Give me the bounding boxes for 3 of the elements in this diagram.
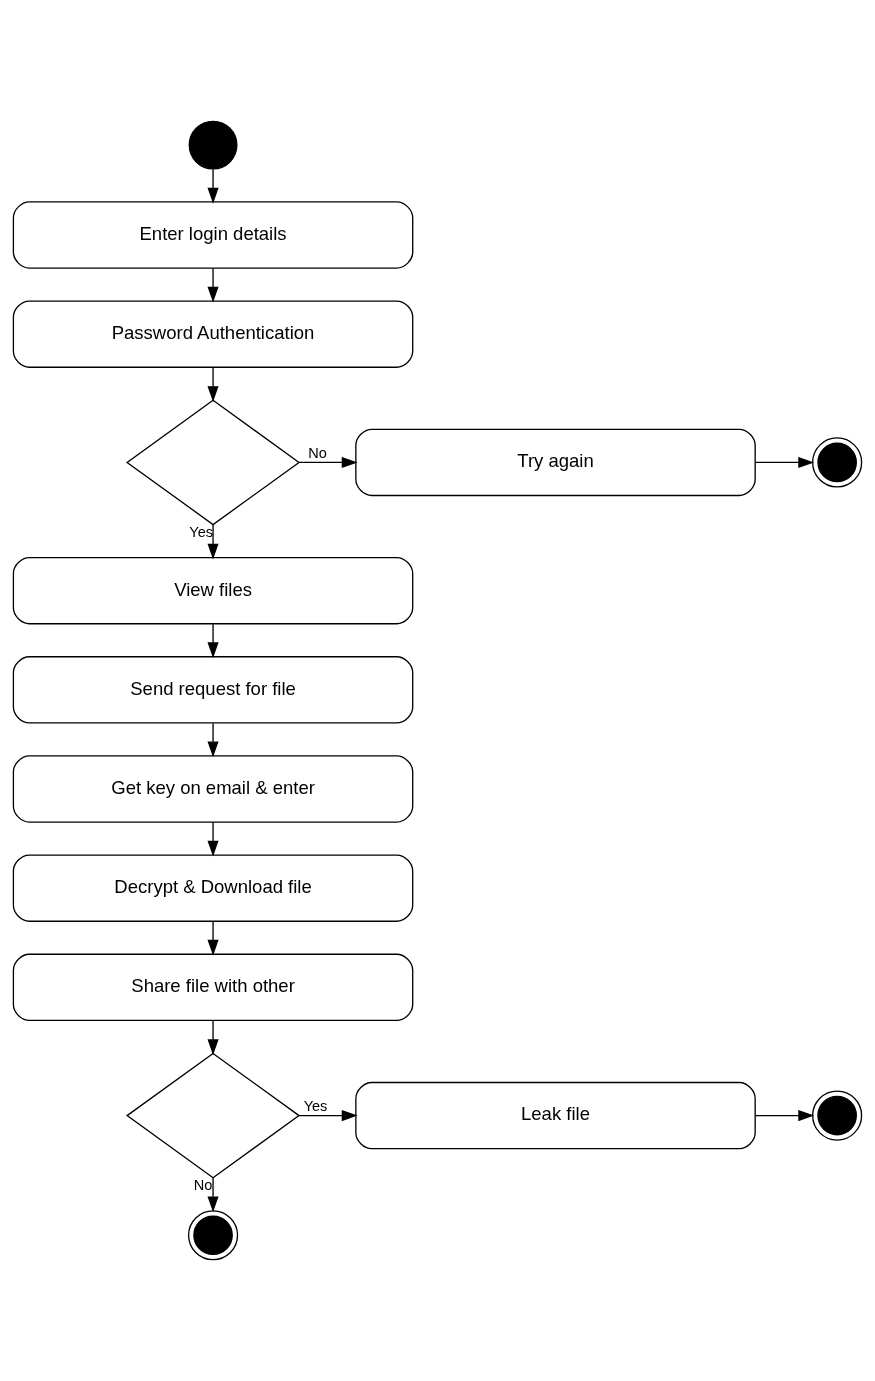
edge-label: No [308, 445, 327, 462]
edge-label: No [193, 1176, 213, 1193]
edge-label: Yes [303, 1098, 328, 1115]
